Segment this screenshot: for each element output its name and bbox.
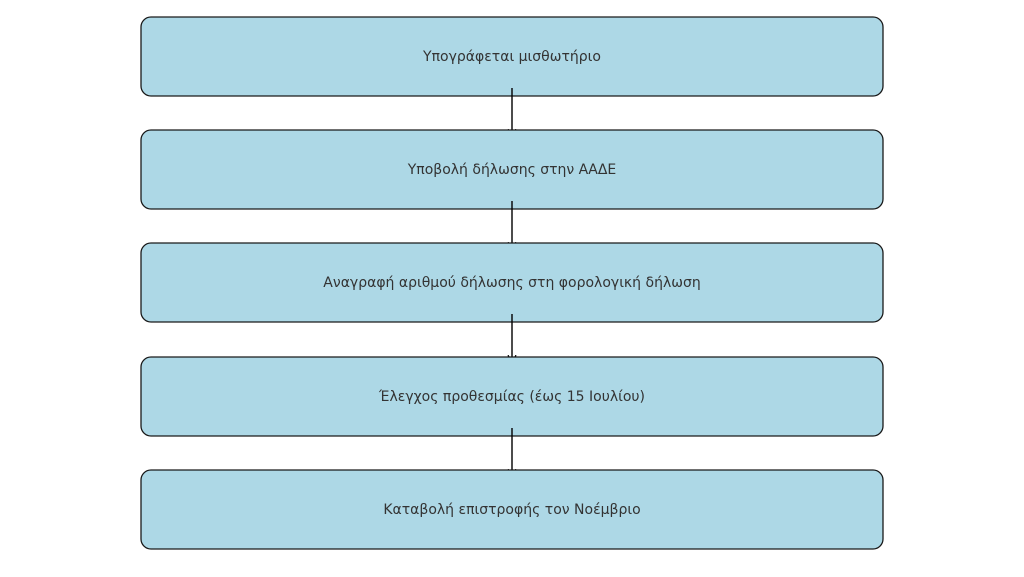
step-3-label: Αναγραφή αριθμού δήλωσης στη φορολογική … (323, 275, 700, 291)
flow-step-5: Καταβολή επιστροφής τον Νοέμβριο (140, 469, 884, 550)
flow-step-3: Αναγραφή αριθμού δήλωσης στη φορολογική … (140, 242, 884, 323)
step-2-label: Υποβολή δήλωσης στην ΑΑΔΕ (407, 162, 617, 178)
flow-step-2: Υποβολή δήλωσης στην ΑΑΔΕ (140, 129, 884, 210)
flow-step-4: Έλεγχος προθεσμίας (έως 15 Ιουλίου) (140, 356, 884, 437)
step-4-label: Έλεγχος προθεσμίας (έως 15 Ιουλίου) (378, 389, 645, 405)
step-5-box (140, 469, 884, 550)
step-5-label: Καταβολή επιστροφής τον Νοέμβριο (383, 502, 640, 518)
flow-step-1: Υπογράφεται μισθωτήριο (140, 16, 884, 97)
step-1-label: Υπογράφεται μισθωτήριο (422, 49, 601, 65)
